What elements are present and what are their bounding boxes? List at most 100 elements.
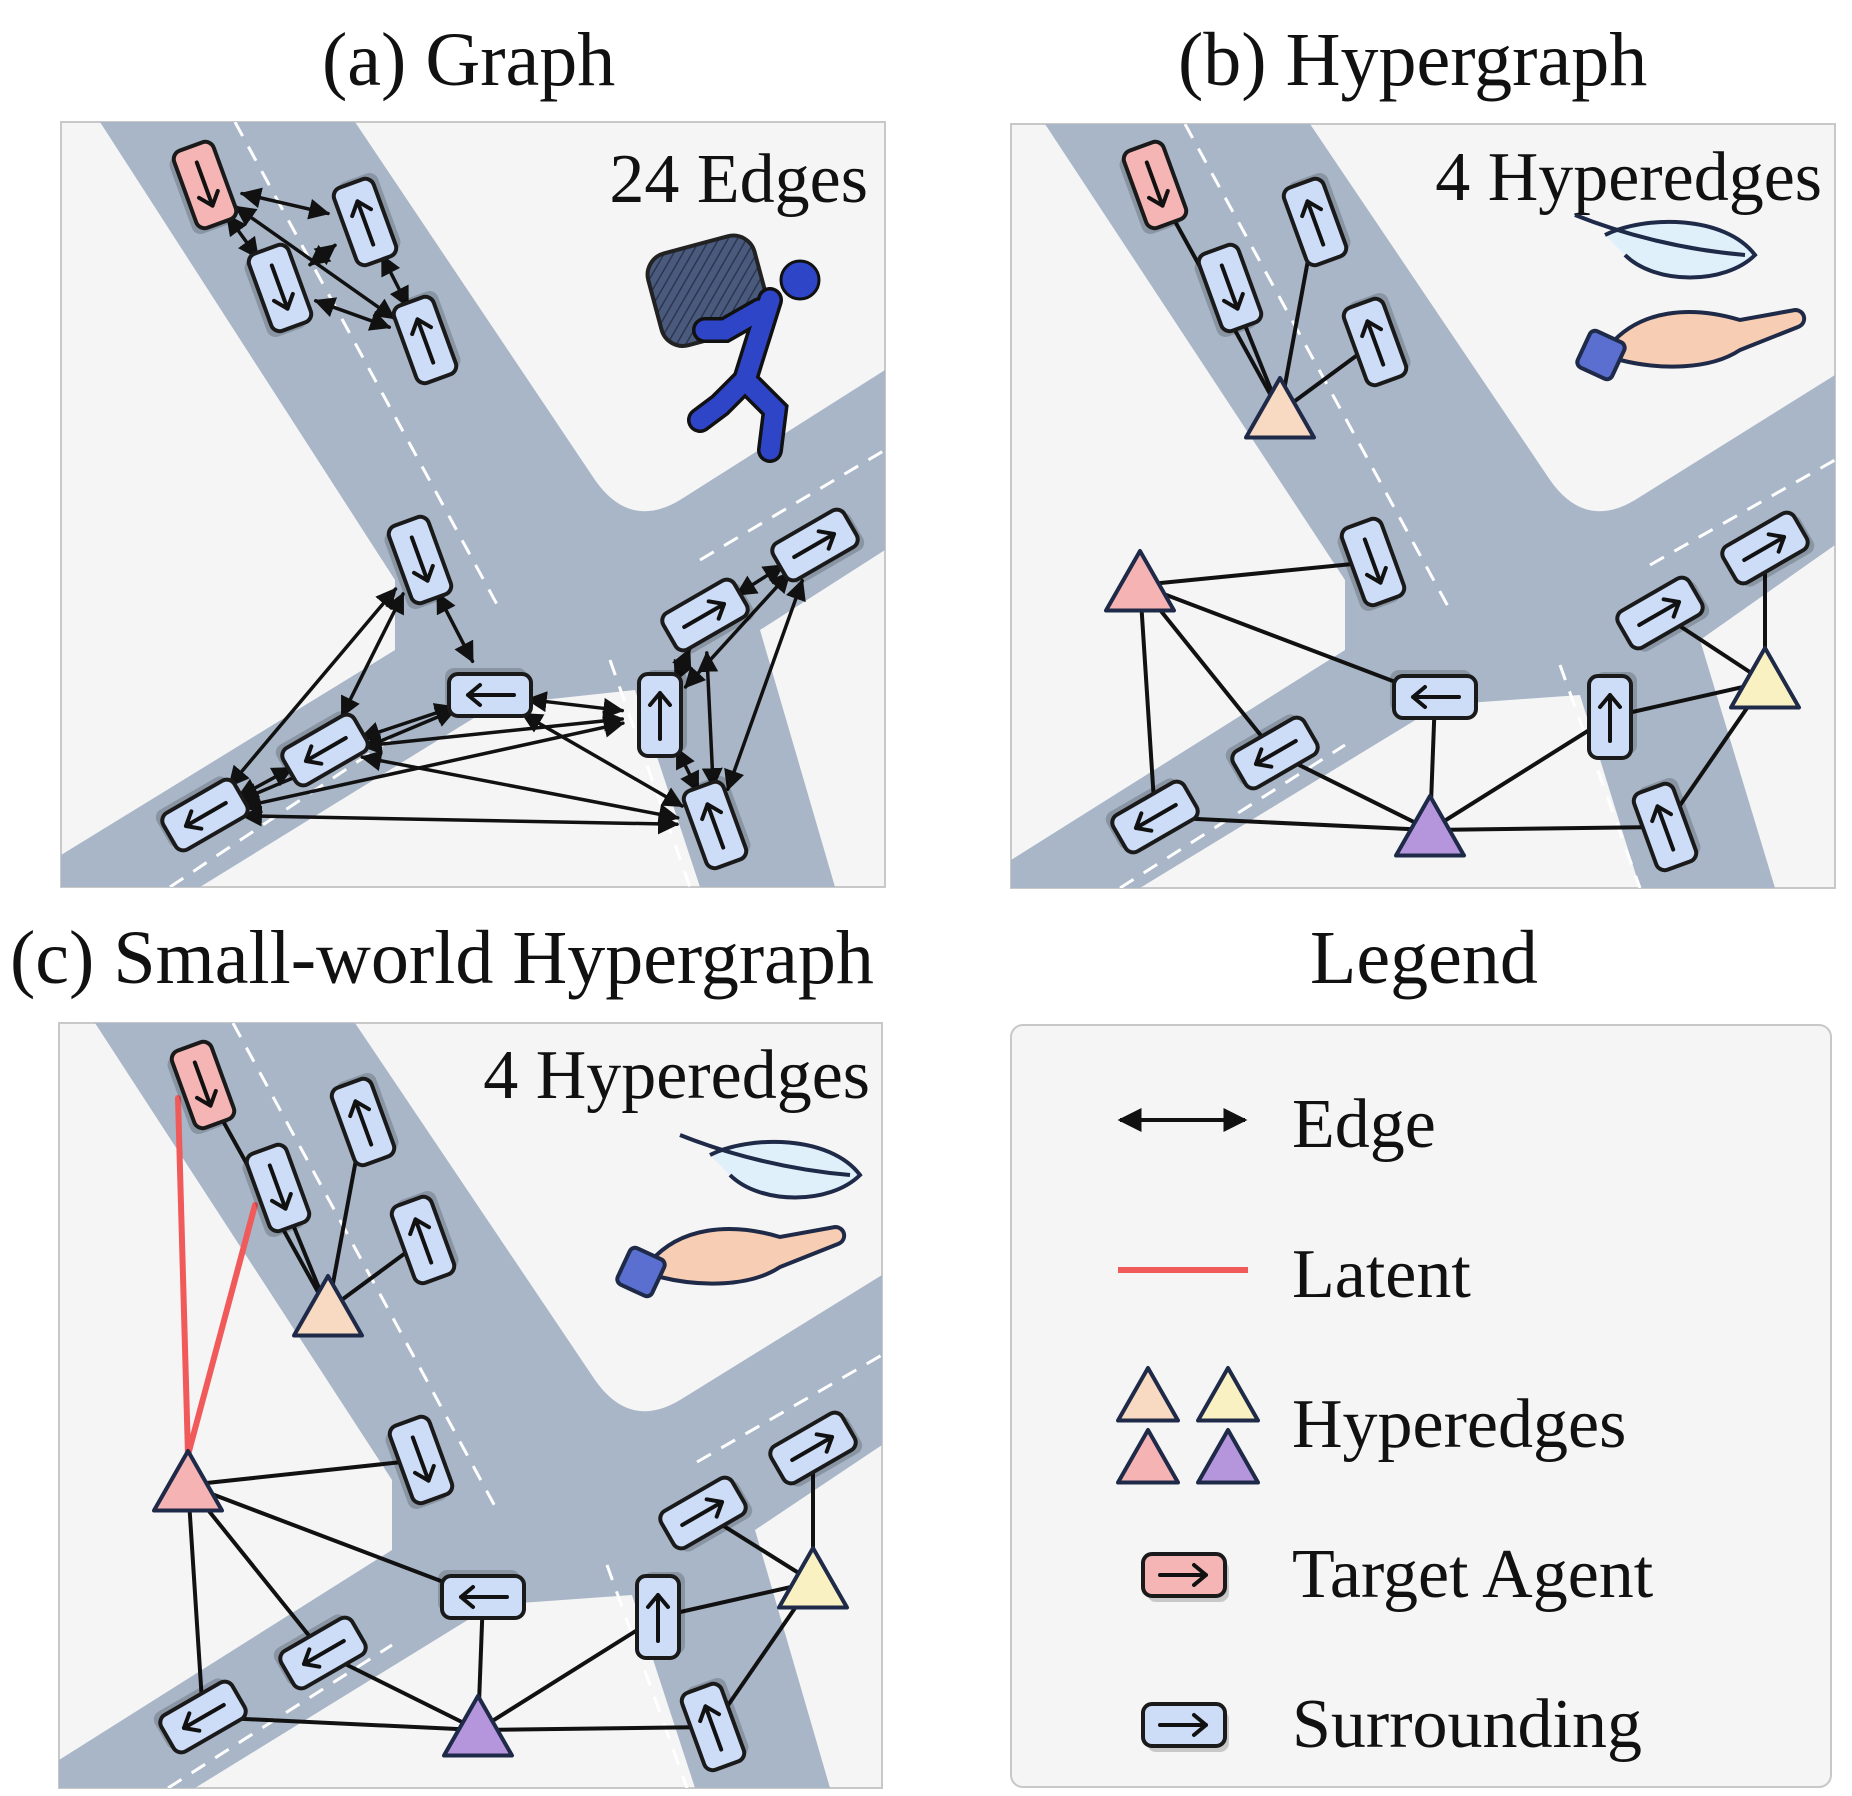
lane-markings (1119, 124, 1835, 888)
surrounding-agent (1390, 670, 1478, 720)
hyperedge-yellow (777, 1546, 849, 1610)
surrounding-agent (331, 173, 401, 268)
surrounding-agent (1720, 510, 1815, 587)
legend-hyperedge-icons (1116, 1366, 1260, 1485)
legend-title: Legend (1310, 916, 1538, 1000)
surrounding-agent (389, 1191, 459, 1286)
legend-hyperedges-label: Hyperedges (1292, 1386, 1626, 1463)
legend-latent-label: Latent (1292, 1236, 1471, 1313)
target-agent (169, 139, 239, 234)
target-agent (167, 1039, 237, 1134)
legend-triangle-yellow (1196, 1366, 1260, 1423)
hyperedge-link (1138, 560, 1375, 587)
lane-markings (167, 1023, 882, 1788)
hyperedge-link (1138, 583, 1277, 755)
legend-triangle-peach (1116, 1366, 1180, 1423)
surrounding-agent (681, 776, 751, 871)
hyperedge-link (1138, 583, 1157, 819)
hyperedge-link (1153, 815, 1432, 832)
hyperedge-link (656, 1580, 815, 1619)
graph-edge (435, 591, 475, 664)
latent-link (185, 1202, 258, 1458)
hyperedge-link (476, 1615, 660, 1732)
surrounding-agent (1194, 242, 1264, 337)
surrounding-agent (385, 1414, 455, 1509)
surrounding-agent (1631, 778, 1701, 873)
surrounding-agent (275, 711, 370, 788)
legend-box: Edge Latent Hyperedges Target Agent Surr… (1010, 1024, 1832, 1788)
hand-icon (1575, 307, 1807, 382)
hyperedge-link (476, 1725, 715, 1732)
feather-icon (679, 1133, 863, 1200)
surrounding-agent (1341, 293, 1411, 388)
graph-edge (240, 716, 625, 814)
surrounding-agent (679, 1678, 749, 1773)
target-agent (1119, 139, 1189, 234)
hyperedge-link (186, 1483, 205, 1719)
surrounding-agent (768, 1410, 863, 1487)
hyperedge-links (1138, 183, 1767, 832)
legend-surrounding-label: Surrounding (1292, 1686, 1642, 1763)
graph-edge (525, 691, 625, 719)
hyperedge-pink (152, 1449, 224, 1513)
surrounding-agent (242, 1142, 312, 1237)
panel-a-title: (a) Graph (322, 18, 616, 102)
hyperedge-peach (1244, 376, 1316, 440)
graph-edge (308, 243, 337, 267)
surrounding-agent (153, 1678, 248, 1755)
hyperedge-yellow (1729, 646, 1801, 710)
feather-icon (1574, 213, 1758, 280)
legend-target-agent (1141, 1552, 1229, 1602)
surrounding-agent (445, 668, 533, 718)
hyperedge-peach (292, 1274, 364, 1338)
surrounding-agent (1225, 714, 1320, 791)
surrounding-agent (1615, 575, 1710, 652)
latent-links (175, 1095, 258, 1458)
hyperedge-link (1428, 715, 1612, 832)
hyperedge-count-label: 4 Hyperedges (483, 1037, 870, 1114)
hyperedge-link (186, 1483, 325, 1655)
hyperedge-purple (442, 1694, 514, 1758)
hyperedge-link (321, 1651, 480, 1732)
legend-edge-label: Edge (1292, 1086, 1436, 1163)
surrounding-agent (384, 514, 454, 609)
panel-hypergraph: 4 Hyperedges (1010, 123, 1836, 889)
legend-triangle-pink (1116, 1428, 1180, 1485)
graph-edge (697, 650, 723, 790)
graph-edge (724, 578, 806, 792)
surrounding-agent (637, 670, 687, 758)
panel-c-title: (c) Small-world Hypergraph (10, 916, 874, 1000)
surrounding-agent (770, 507, 865, 584)
graph-edge (675, 747, 700, 793)
surrounding-agent (1337, 516, 1407, 611)
hyperedge-count-label: 4 Hyperedges (1435, 139, 1822, 216)
surrounding-agent (658, 1475, 753, 1552)
hyperedge-link (186, 1483, 485, 1599)
hyperedge-link (186, 1458, 423, 1487)
panel-graph: 24 Edges (60, 121, 886, 888)
hyperedge-pink (1104, 549, 1176, 613)
surrounding-agent (635, 1572, 685, 1660)
surrounding-agent (273, 1614, 368, 1691)
heavy-load-person-icon (645, 233, 821, 463)
legend-surrounding-icon (1141, 1702, 1229, 1752)
surrounding-agent (1281, 173, 1351, 268)
hyperedge-link (1608, 680, 1767, 719)
hyperedge-purple (1394, 794, 1466, 858)
hyperedge-link (201, 1715, 480, 1732)
legend-target-agent-icon (1141, 1552, 1229, 1602)
panel-b-title: (b) Hypergraph (1178, 18, 1648, 102)
graph-edge (380, 254, 410, 308)
panel-small-world-hypergraph: 4 Hyperedges (58, 1022, 883, 1789)
hyperedge-link (1428, 825, 1667, 832)
legend-target-agent-label: Target Agent (1292, 1536, 1654, 1613)
graph-edge (313, 297, 392, 331)
surrounding-agent (1105, 778, 1200, 855)
hand-icon (615, 1224, 847, 1299)
legend-triangle-purple (1196, 1428, 1260, 1485)
latent-link (175, 1095, 191, 1458)
hyperedge-link (1138, 583, 1437, 699)
surrounding-agent (329, 1073, 399, 1168)
surrounding-agent (244, 242, 314, 337)
